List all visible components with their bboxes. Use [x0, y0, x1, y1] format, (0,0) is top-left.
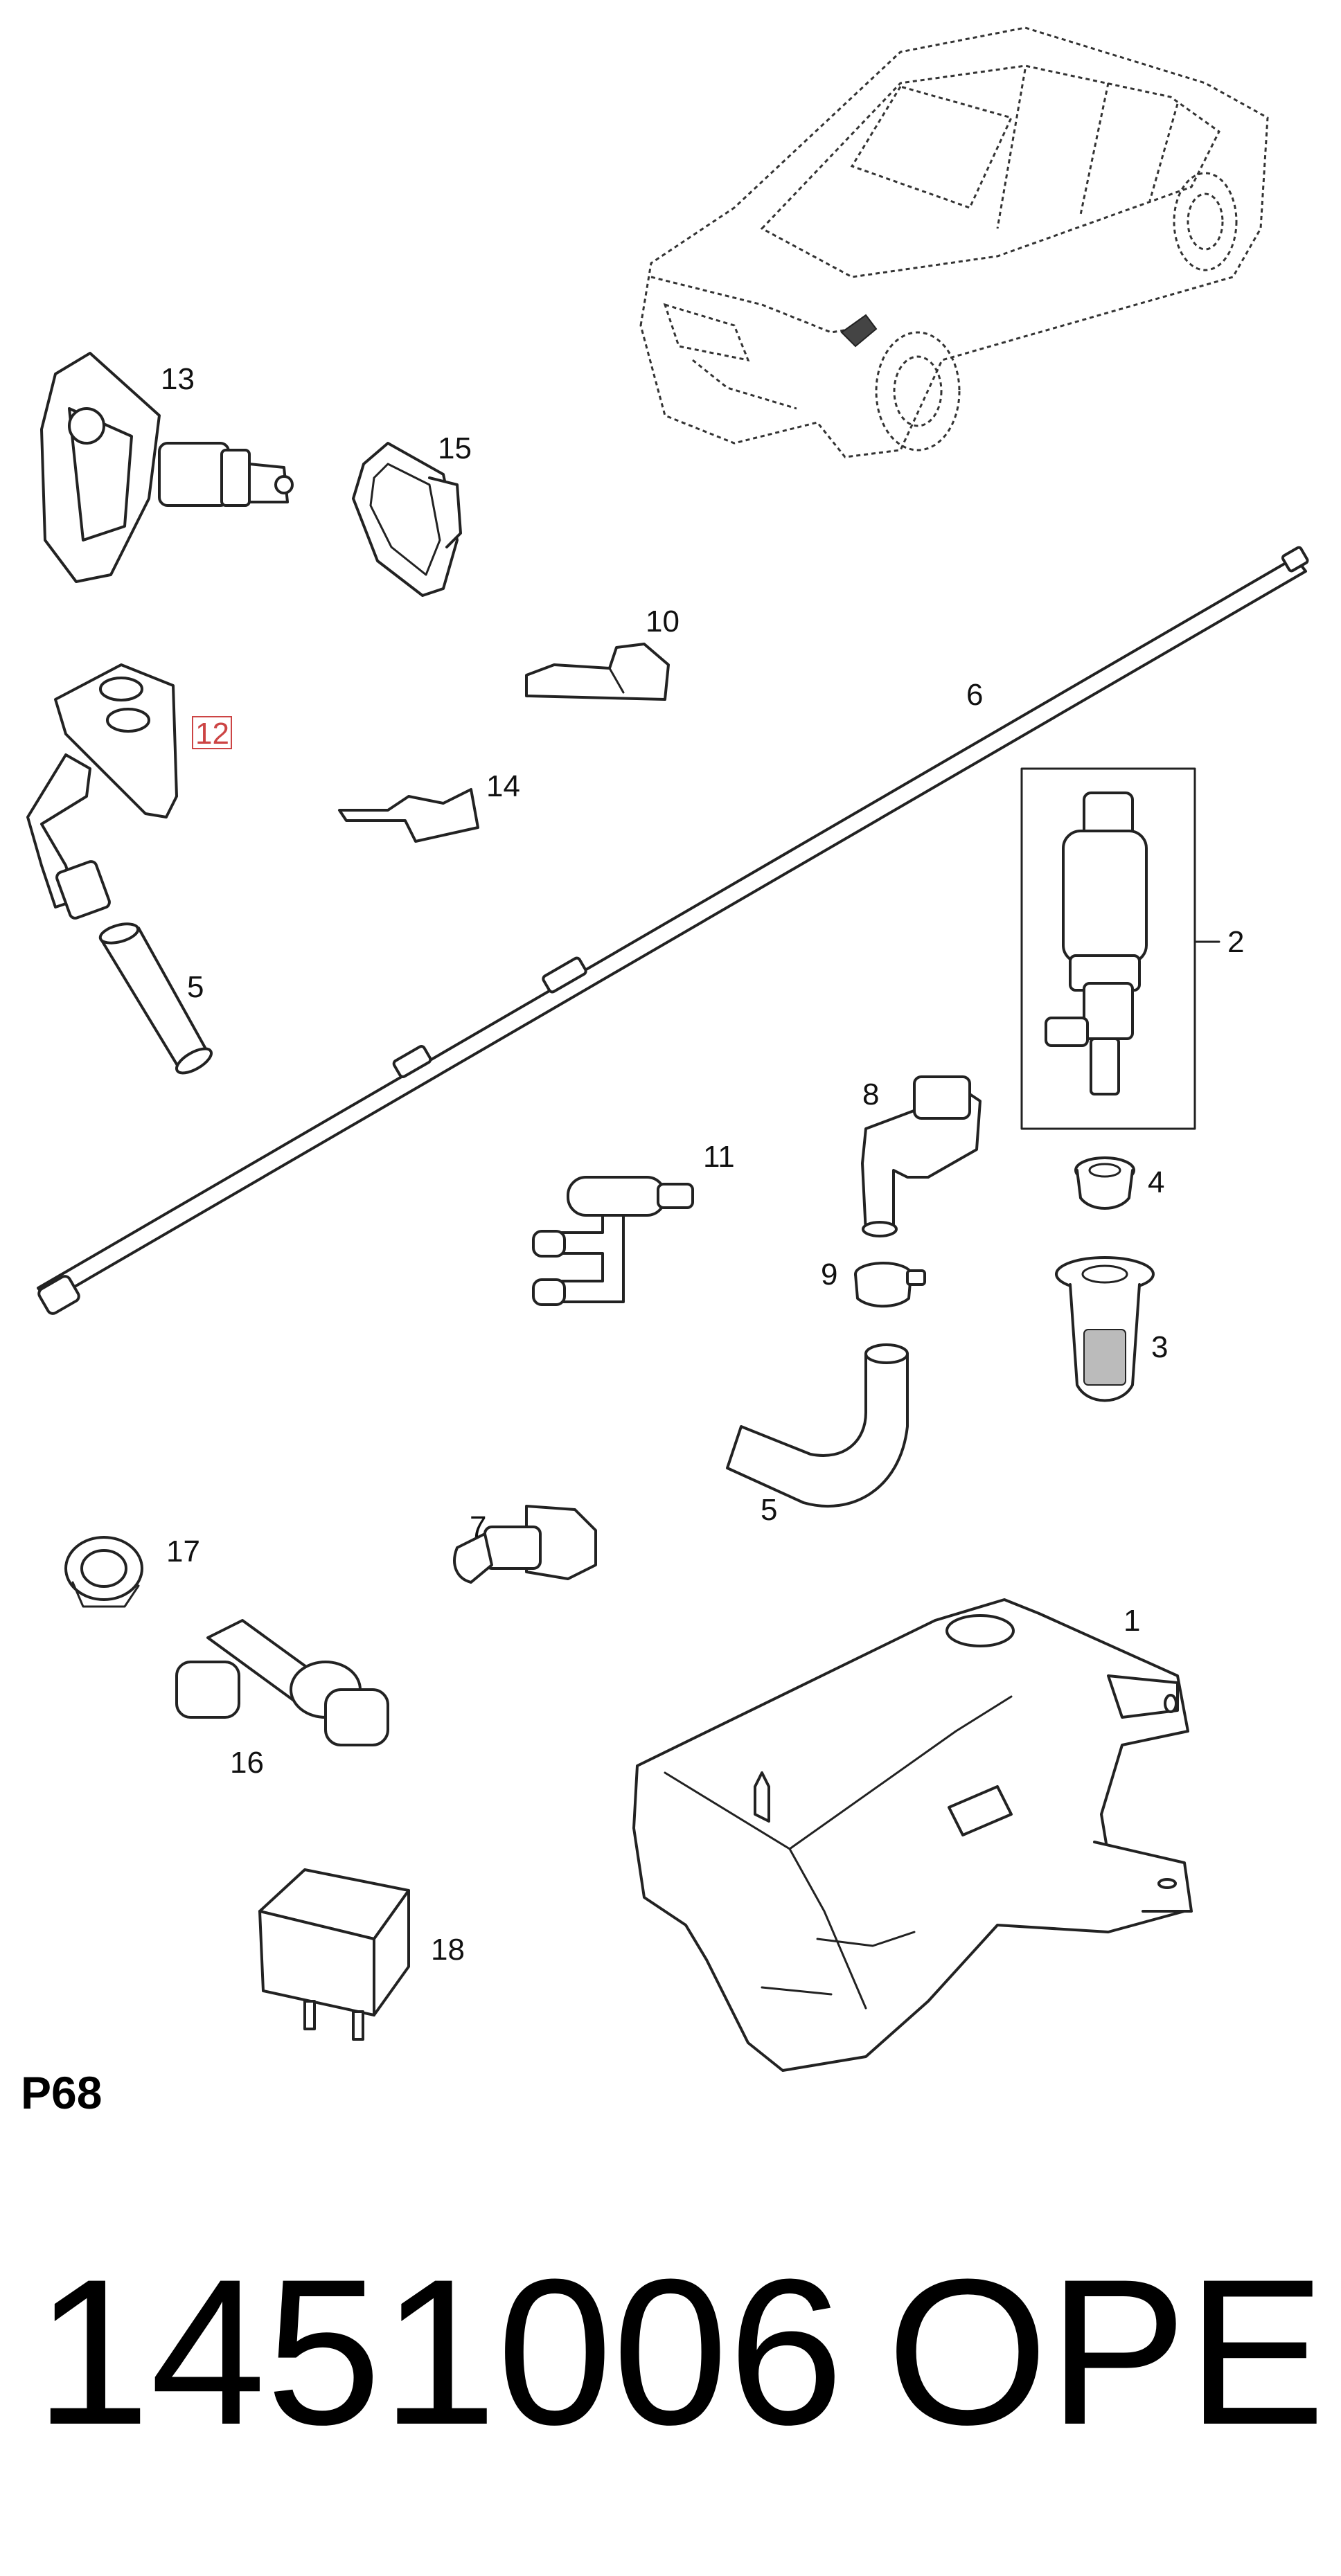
part-9-clamp [854, 1262, 926, 1308]
part-5-hose-upper [98, 922, 213, 1075]
part-14-bracket [338, 788, 479, 843]
part-16-sensor [175, 1619, 389, 1746]
part-number: 1451006 [35, 2235, 844, 2468]
part-3-filter [1055, 1256, 1155, 1402]
callout-12: 12 [195, 717, 229, 751]
callout-12-highlight [192, 716, 232, 749]
part-11-t-connector [532, 1176, 694, 1306]
part-4-grommet [1074, 1156, 1135, 1210]
part-17-grommet [64, 1536, 143, 1608]
callout-2: 2 [1227, 925, 1244, 959]
part-7-connector [453, 1505, 597, 1584]
callout-14: 14 [486, 769, 520, 803]
brand-name: OPEL [887, 2235, 1341, 2468]
part-10-clip [525, 643, 670, 701]
part-13-nozzle [40, 352, 294, 583]
callout-10: 10 [646, 605, 680, 638]
part-6-tube [37, 546, 1309, 1315]
callout-6: 6 [966, 678, 983, 712]
callout-4: 4 [1148, 1165, 1164, 1199]
callout-17: 17 [166, 1535, 200, 1568]
part-12-nozzle-assembly [26, 663, 178, 920]
callout-11: 11 [703, 1140, 735, 1174]
callout-5-upper: 5 [187, 970, 204, 1004]
part-15-cover [352, 442, 462, 597]
callout-7: 7 [470, 1510, 486, 1544]
callout-3: 3 [1151, 1330, 1168, 1364]
part-2-pump [1020, 767, 1220, 1130]
part-18-relay [258, 1868, 410, 2041]
callout-9: 9 [821, 1258, 837, 1291]
part-5-hose-lower [726, 1343, 909, 1508]
callout-labels: 13 15 10 6 12 14 2 5 8 11 4 9 3 5 7 17 1… [161, 362, 1244, 1967]
diagram-code: P68 [21, 2067, 102, 2118]
vehicle-illustration [639, 26, 1269, 458]
callout-5-lower: 5 [761, 1493, 777, 1527]
callout-15: 15 [438, 431, 472, 465]
callout-13: 13 [161, 362, 195, 396]
callout-18: 18 [431, 1933, 465, 1967]
callout-1: 1 [1124, 1604, 1140, 1638]
part-1-reservoir [632, 1598, 1193, 2072]
callout-8: 8 [862, 1077, 879, 1111]
part-8-connector [861, 1075, 982, 1237]
callout-16: 16 [230, 1746, 264, 1780]
